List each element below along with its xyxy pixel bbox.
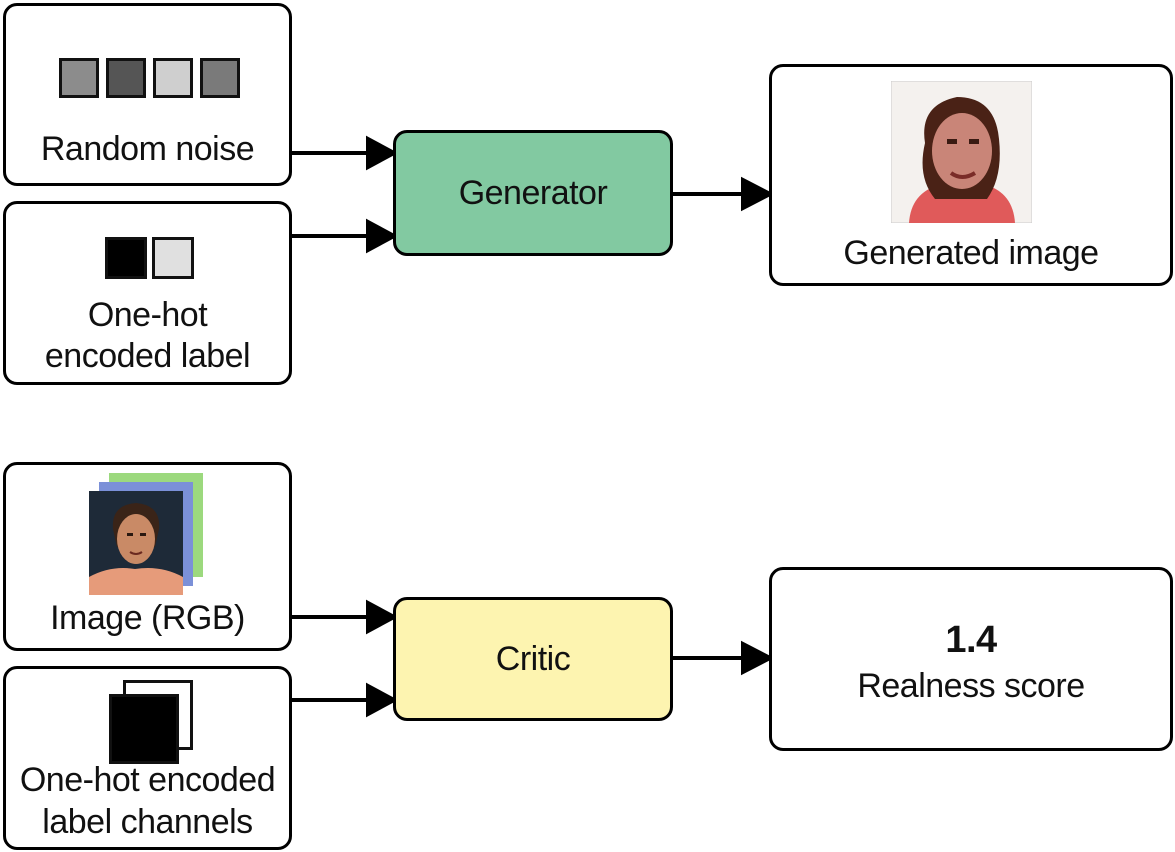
generator-label: Generator	[458, 174, 608, 212]
noise-square-icon	[153, 58, 193, 98]
onehot-channels-box: One-hot encoded label channels	[3, 666, 292, 850]
image-rgb-label: Image (RGB)	[50, 599, 245, 637]
onehot-label-line2: encoded label	[44, 337, 251, 375]
generated-image-box: Generated image	[769, 64, 1173, 286]
onehot-channels-line2: label channels	[42, 803, 253, 841]
image-rgb-box: Image (RGB)	[3, 462, 292, 651]
noise-vector-icon	[59, 58, 243, 100]
critic-box: Critic	[393, 597, 673, 721]
generator-box: Generator	[393, 130, 673, 256]
rgb-face-image	[89, 473, 203, 595]
random-noise-box: Random noise	[3, 3, 292, 186]
stacked-channels-icon	[109, 680, 195, 764]
onehot-label-box: One-hot encoded label	[3, 201, 292, 385]
generated-face-image	[891, 81, 1032, 223]
noise-square-icon	[200, 58, 240, 98]
noise-square-icon	[106, 58, 146, 98]
noise-square-icon	[59, 58, 99, 98]
realness-score-label: Realness score	[857, 667, 1085, 705]
score-value: 1.4	[945, 619, 997, 661]
onehot-channels-line1: One-hot encoded	[19, 761, 276, 799]
random-noise-label: Random noise	[40, 130, 255, 168]
generated-image-label: Generated image	[843, 234, 1099, 272]
critic-label: Critic	[495, 640, 571, 678]
onehot-vector-icon	[105, 237, 197, 281]
active-channel-square-icon	[109, 694, 179, 764]
onehot-inactive-square-icon	[152, 237, 194, 279]
onehot-label-line1: One-hot	[87, 296, 208, 334]
onehot-active-square-icon	[105, 237, 147, 279]
realness-score-box: 1.4 Realness score	[769, 567, 1173, 751]
